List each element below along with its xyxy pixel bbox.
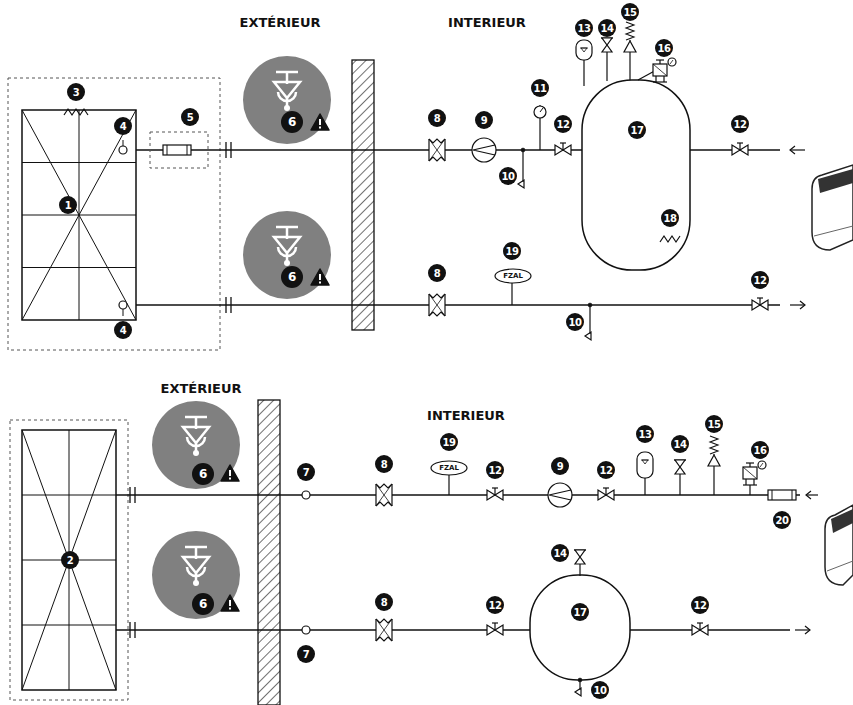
callout-number: 1 bbox=[59, 196, 77, 214]
callout-number: 17 bbox=[628, 121, 646, 139]
callout-number: 8 bbox=[375, 593, 393, 611]
region-title: INTERIEUR bbox=[448, 15, 526, 30]
callout-number: 9 bbox=[551, 457, 569, 475]
callout-number: 19 bbox=[440, 433, 458, 451]
callout-number: 12 bbox=[486, 596, 504, 614]
callout-number: 12 bbox=[486, 461, 504, 479]
callout-number: 20 bbox=[773, 511, 791, 529]
callout-number: 6 bbox=[281, 266, 303, 288]
callout-number: 14 bbox=[671, 435, 689, 453]
callout-number: 3 bbox=[67, 83, 85, 101]
callout-number: 15 bbox=[705, 415, 723, 433]
callout-number: 4 bbox=[114, 321, 132, 339]
region-title: INTERIEUR bbox=[427, 408, 505, 423]
callout-number: 14 bbox=[551, 544, 569, 562]
callout-number: 13 bbox=[636, 425, 654, 443]
callout-number: 10 bbox=[499, 167, 517, 185]
callout-number: 12 bbox=[554, 115, 572, 133]
callout-number: 11 bbox=[531, 79, 549, 97]
callout-number: 16 bbox=[751, 441, 769, 459]
callout-number: 12 bbox=[597, 461, 615, 479]
callout-number: 14 bbox=[598, 19, 616, 37]
callout-number: 6 bbox=[192, 593, 214, 615]
callout-number: 5 bbox=[181, 108, 199, 126]
callout-number: 8 bbox=[428, 109, 446, 127]
region-title: EXTÉRIEUR bbox=[161, 381, 242, 396]
region-title: EXTÉRIEUR bbox=[240, 15, 321, 30]
callout-number: 12 bbox=[691, 596, 709, 614]
callout-number: 17 bbox=[571, 603, 589, 621]
callout-number: 15 bbox=[621, 3, 639, 21]
switch-label: FZAL bbox=[503, 272, 523, 280]
callout-number: 12 bbox=[731, 115, 749, 133]
callout-number: 4 bbox=[114, 117, 132, 135]
callout-number: 16 bbox=[655, 39, 673, 57]
switch-label: FZAL bbox=[439, 464, 459, 472]
callout-number: 10 bbox=[566, 313, 584, 331]
callout-number: 19 bbox=[503, 242, 521, 260]
callout-number: 6 bbox=[281, 111, 303, 133]
callout-number: 2 bbox=[61, 551, 79, 569]
callout-number: 18 bbox=[661, 209, 679, 227]
callout-number: 8 bbox=[428, 264, 446, 282]
callout-number: 7 bbox=[297, 463, 315, 481]
callout-number: 7 bbox=[297, 645, 315, 663]
callout-number: 9 bbox=[475, 111, 493, 129]
callout-number: 12 bbox=[751, 271, 769, 289]
callout-number: 13 bbox=[575, 19, 593, 37]
callout-number: 6 bbox=[192, 463, 214, 485]
callout-number: 10 bbox=[591, 681, 609, 699]
callout-number: 8 bbox=[375, 455, 393, 473]
